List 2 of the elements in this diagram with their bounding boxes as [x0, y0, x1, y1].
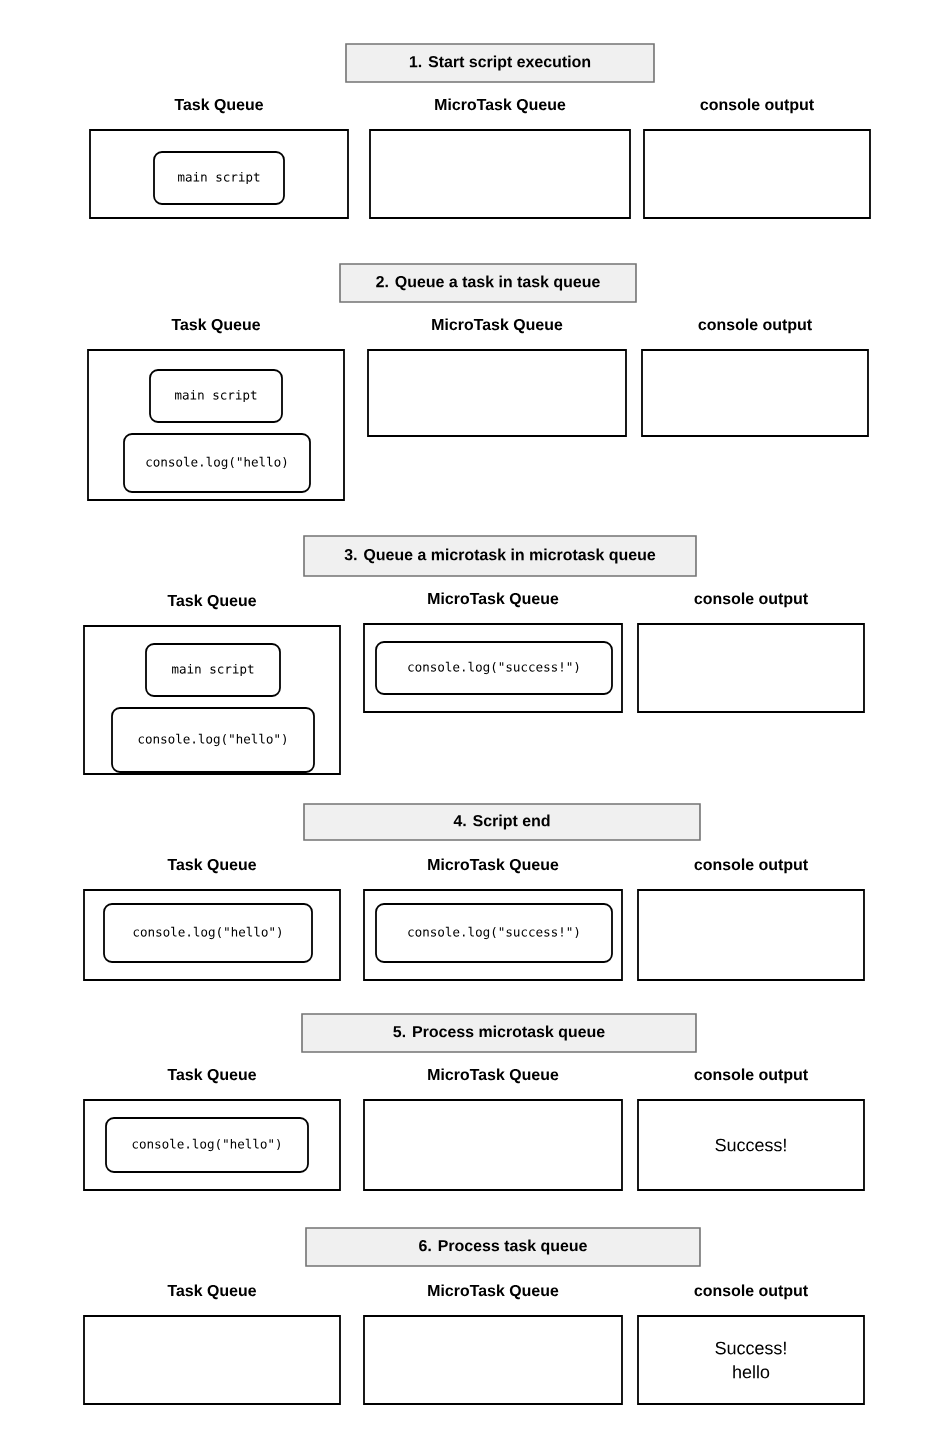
- queue-box: Success!: [637, 1099, 865, 1191]
- queue-box: Success! hello: [637, 1315, 865, 1405]
